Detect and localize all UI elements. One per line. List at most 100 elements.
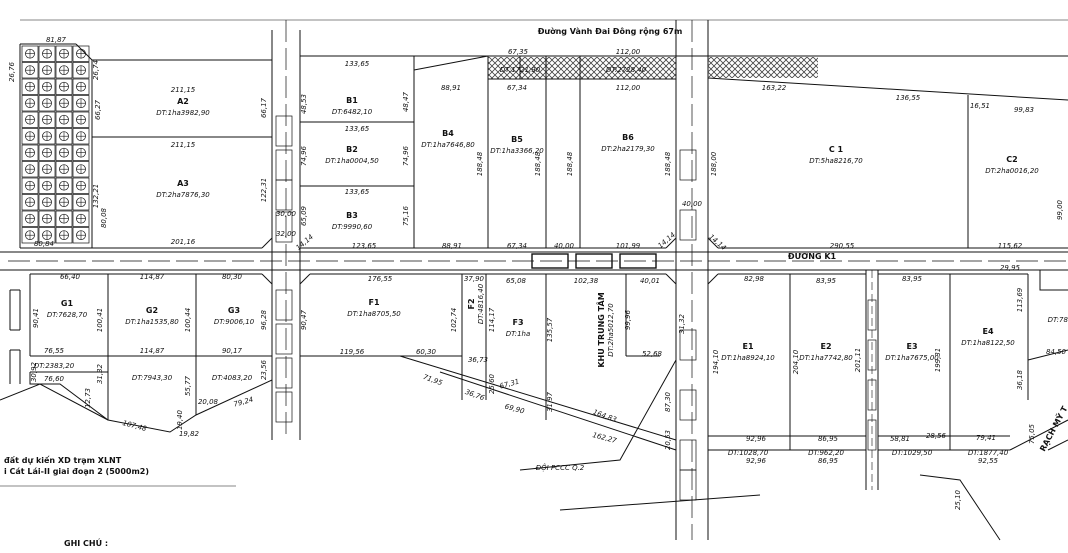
dimension-label: 114,87 [140, 347, 165, 355]
plot-area-b3: DT:9990,60 [332, 223, 373, 231]
legend-title: GHI CHÚ : [64, 537, 108, 548]
dimension-label: 83,95 [816, 277, 837, 285]
dimension-label: 92,96 [746, 435, 767, 443]
plot-name-b2: B2 [346, 145, 358, 154]
small-lot [38, 227, 56, 244]
small-lot [38, 111, 56, 128]
small-area-top2: DT:2728,40 [606, 66, 647, 74]
dimension-label: 83,95 [902, 275, 923, 283]
dimension-label: 48,47 [402, 91, 410, 112]
dimension-label: 188,48 [664, 151, 672, 176]
small-lot [21, 95, 39, 112]
dimension-label: 48,53 [300, 94, 308, 114]
dimension-label: 36,76 [464, 388, 486, 403]
small-lot [72, 128, 90, 145]
small-lot [55, 161, 73, 178]
small-area-e_s3: DT:1029,50 [892, 449, 933, 457]
small-lot [38, 45, 56, 62]
dimension-label: 30,00 [276, 210, 297, 218]
dimension-label: 102,38 [574, 277, 599, 285]
small-lot [55, 194, 73, 211]
plot-area-b1: DT:6482,10 [332, 108, 373, 116]
dimension-label: 30,92 [30, 361, 38, 382]
small-area-g_s2: DT:7943,30 [132, 374, 173, 382]
dimension-label: 133,65 [345, 188, 370, 196]
plot-area-f1: DT:1ha8705,50 [347, 310, 401, 318]
plot-area-e3: DT:1ha7675,00 [885, 354, 939, 362]
dimension-label: 133,65 [345, 60, 370, 68]
plot-area-g2: DT:1ha1535,80 [125, 318, 179, 326]
dimension-label: 96,28 [260, 309, 268, 330]
fire-station-label: ĐỘI PCCC Q.2 [536, 463, 585, 472]
road-marker-box [679, 439, 697, 471]
dimension-label: 80,84 [34, 240, 54, 248]
small-lot [38, 62, 56, 79]
block-g [0, 273, 273, 433]
dimension-label: 26,74 [92, 60, 100, 80]
road-marker-box [275, 323, 293, 355]
plot-area-ktt: DT:2ha5012,70 [607, 303, 615, 357]
dimension-label: 67,34 [507, 242, 527, 250]
plot-area-b2: DT:1ha0004,50 [325, 157, 379, 165]
dimension-label: 90,41 [32, 308, 40, 328]
block-e [707, 270, 1068, 451]
dimension-label: 71,95 [422, 373, 444, 388]
dimension-label: 80,08 [100, 207, 108, 228]
dimension-label: 119,56 [340, 348, 365, 356]
dimension-label: 40,01 [640, 277, 660, 285]
dimension-label: 114,87 [140, 273, 165, 281]
dimension-label: 188,48 [566, 151, 574, 176]
dimension-label: 201,16 [171, 238, 196, 246]
plot-area-b5: DT:1ha3366,20 [490, 147, 544, 155]
dimension-label: 25,60 [488, 373, 496, 394]
plot-name-e2: E2 [820, 342, 831, 351]
small-lot [72, 78, 90, 95]
small-area-e_s1: DT:1028,70 [728, 449, 769, 457]
plot-name-f3: F3 [512, 318, 523, 327]
dimension-label: 60,30 [416, 348, 437, 356]
dimension-label: 90,47 [300, 309, 308, 330]
road-marker-box [867, 299, 877, 331]
small-lot [38, 210, 56, 227]
dimension-label: 99,83 [1014, 106, 1034, 114]
small-lot [21, 227, 39, 244]
small-lot [38, 144, 56, 161]
dimension-label: 23,56 [260, 359, 268, 380]
dimension-label: 201,11 [854, 348, 862, 373]
river-label: RẠCH MỸ T [1037, 404, 1068, 453]
small-lot [38, 177, 56, 194]
plot-area-a3: DT:2ha7876,30 [156, 191, 210, 199]
dimension-label: 92,96 [746, 457, 767, 465]
road-marker-box [575, 253, 613, 269]
dimension-label: 132,21 [92, 184, 100, 209]
small-lot [21, 194, 39, 211]
block-b-right [414, 56, 677, 249]
road-marker-box [867, 419, 877, 451]
dimension-label: 99,96 [624, 309, 632, 330]
small-area-far_right: DT:787 [1048, 316, 1068, 324]
small-lot [55, 78, 73, 95]
block-c [707, 78, 1068, 249]
hatch-strip-1 [488, 57, 676, 79]
plot-name-a2: A2 [177, 97, 189, 106]
plot-name-c1: C 1 [829, 145, 844, 154]
dimension-label: 90,17 [222, 347, 243, 355]
dimension-label: 188,48 [476, 151, 484, 176]
small-lot [38, 78, 56, 95]
small-lot [72, 227, 90, 244]
dimension-label: 79,24 [233, 396, 254, 409]
road-marker-box [275, 149, 293, 181]
small-lot [21, 144, 39, 161]
dimension-label: 99,00 [1056, 199, 1064, 220]
dimension-label: 31,32 [96, 363, 104, 384]
small-lot [38, 161, 56, 178]
dimension-label: 84,50 [1046, 348, 1067, 356]
plot-name-b1: B1 [346, 96, 358, 105]
small-lot [21, 78, 39, 95]
small-lot [55, 111, 73, 128]
plot-area-c2: DT:2ha0016,20 [985, 167, 1039, 175]
small-lot [38, 95, 56, 112]
plot-area-f2: DT:4816,40 [477, 283, 485, 324]
road-marker-box [679, 209, 697, 241]
